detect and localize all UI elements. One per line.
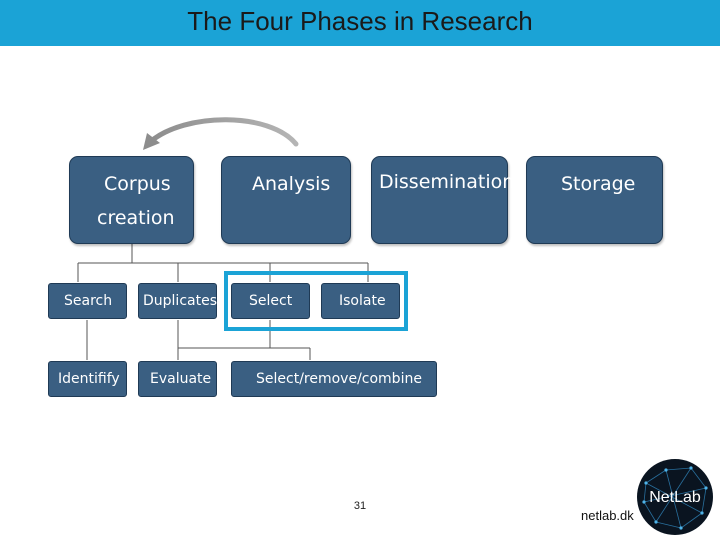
page-number: 31 — [353, 500, 367, 512]
highlight-frame — [224, 271, 408, 331]
phase-label: creation — [97, 207, 175, 229]
phase-label: Analysis — [252, 173, 331, 195]
task-select-remove-combine: Select/remove/combine — [231, 361, 437, 397]
task-isolate: Isolate — [321, 283, 400, 319]
task-duplicates: Duplicates — [138, 283, 217, 319]
slide-title: The Four Phases in Research — [187, 6, 533, 36]
title-bar — [0, 0, 720, 46]
phase-corpus-creation: Corpus creation — [69, 156, 194, 244]
phase-storage: Storage — [526, 156, 663, 244]
netlab-logo: NetLab — [637, 459, 713, 535]
site-url: netlab.dk — [581, 508, 634, 523]
logo-text: NetLab — [649, 489, 701, 506]
phase-label: Dissemination — [379, 171, 515, 193]
task-evaluate: Evaluate — [138, 361, 217, 397]
phase-analysis: Analysis — [221, 156, 351, 244]
phase-dissemination: Dissemination — [371, 156, 514, 244]
task-search: Search — [48, 283, 127, 319]
phase-label: Storage — [561, 173, 636, 195]
task-identify: Identifify — [48, 361, 127, 397]
phase-label: Corpus — [104, 173, 171, 195]
task-select: Select — [231, 283, 310, 319]
